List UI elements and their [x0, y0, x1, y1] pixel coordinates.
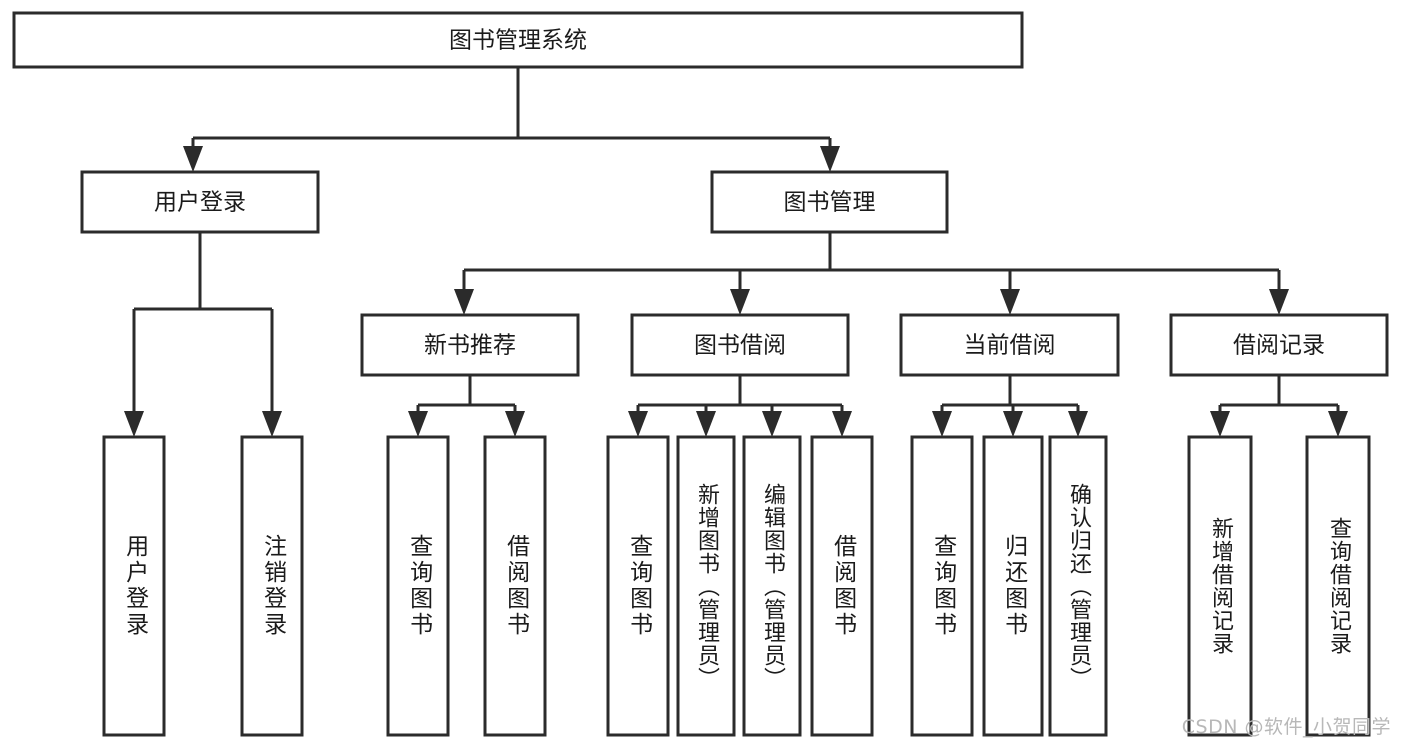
level3-label-node-借阅记录: 借阅记录 [1233, 333, 1325, 359]
leaf-box-node-新增图书管理员-5[interactable] [676, 435, 736, 737]
arrow-to-user-login-head [183, 146, 203, 172]
arrow-to-record-head [1269, 289, 1289, 315]
arrow-leaf-edit-book-head [762, 411, 782, 437]
arrow-leaf-borrow2-head [832, 411, 852, 437]
leaf-box-node-确认归还管理员-10[interactable] [1048, 435, 1108, 737]
arrow-leaf-return-head [1003, 411, 1023, 437]
level3-box-node-当前借阅[interactable] [899, 313, 1120, 377]
arrow-leaf-query-rec-head [1328, 411, 1348, 437]
root-label-node-图书管理系统: 图书管理系统 [449, 28, 587, 54]
arrow-to-current-head [1000, 289, 1020, 315]
level2-box-node-图书管理[interactable] [710, 170, 949, 234]
leaf-box-node-归还图书-9[interactable] [982, 435, 1044, 737]
connector-layer [124, 67, 1348, 437]
level2-label-node-用户登录: 用户登录 [154, 190, 246, 216]
leaf-box-node-借阅图书-3[interactable] [483, 435, 547, 737]
leaf-box-node-查询图书-8[interactable] [910, 435, 974, 737]
arrow-to-book-borrow-head [730, 289, 750, 315]
arrow-leaf-user-login-head [124, 411, 144, 437]
leaf-box-node-编辑图书管理员-6[interactable] [742, 435, 802, 737]
arrow-leaf-confirm-head [1068, 411, 1088, 437]
level3-label-node-新书推荐: 新书推荐 [424, 333, 516, 359]
arrow-leaf-logout-head [262, 411, 282, 437]
level3-box-node-新书推荐[interactable] [360, 313, 580, 377]
leaf-box-node-查询借阅记录-12[interactable] [1305, 435, 1371, 737]
level2-box-node-用户登录[interactable] [80, 170, 320, 234]
leaf-box-node-新增借阅记录-11[interactable] [1187, 435, 1253, 737]
level2-label-node-图书管理: 图书管理 [784, 190, 876, 216]
arrow-leaf-query1-head [408, 411, 428, 437]
level3-label-node-图书借阅: 图书借阅 [694, 333, 786, 359]
arrow-leaf-query2-head [628, 411, 648, 437]
arrow-leaf-add-book-head [696, 411, 716, 437]
arrow-leaf-add-record-head [1210, 411, 1230, 437]
arrow-to-book-mgmt-head [820, 146, 840, 172]
leaf-box-node-用户登录-0[interactable] [102, 435, 166, 737]
arrow-leaf-borrow1-head [505, 411, 525, 437]
box-layer [12, 11, 1389, 737]
arrow-leaf-query3-head [932, 411, 952, 437]
arrow-to-new-book-head [454, 289, 474, 315]
level3-box-node-图书借阅[interactable] [630, 313, 850, 377]
leaf-box-node-注销登录-1[interactable] [240, 435, 304, 737]
leaf-box-node-查询图书-2[interactable] [386, 435, 450, 737]
root-box-node-图书管理系统[interactable] [12, 11, 1024, 69]
leaf-box-node-借阅图书-7[interactable] [810, 435, 874, 737]
level3-label-node-当前借阅: 当前借阅 [964, 333, 1056, 359]
level3-box-node-借阅记录[interactable] [1169, 313, 1389, 377]
leaf-box-node-查询图书-4[interactable] [606, 435, 670, 737]
